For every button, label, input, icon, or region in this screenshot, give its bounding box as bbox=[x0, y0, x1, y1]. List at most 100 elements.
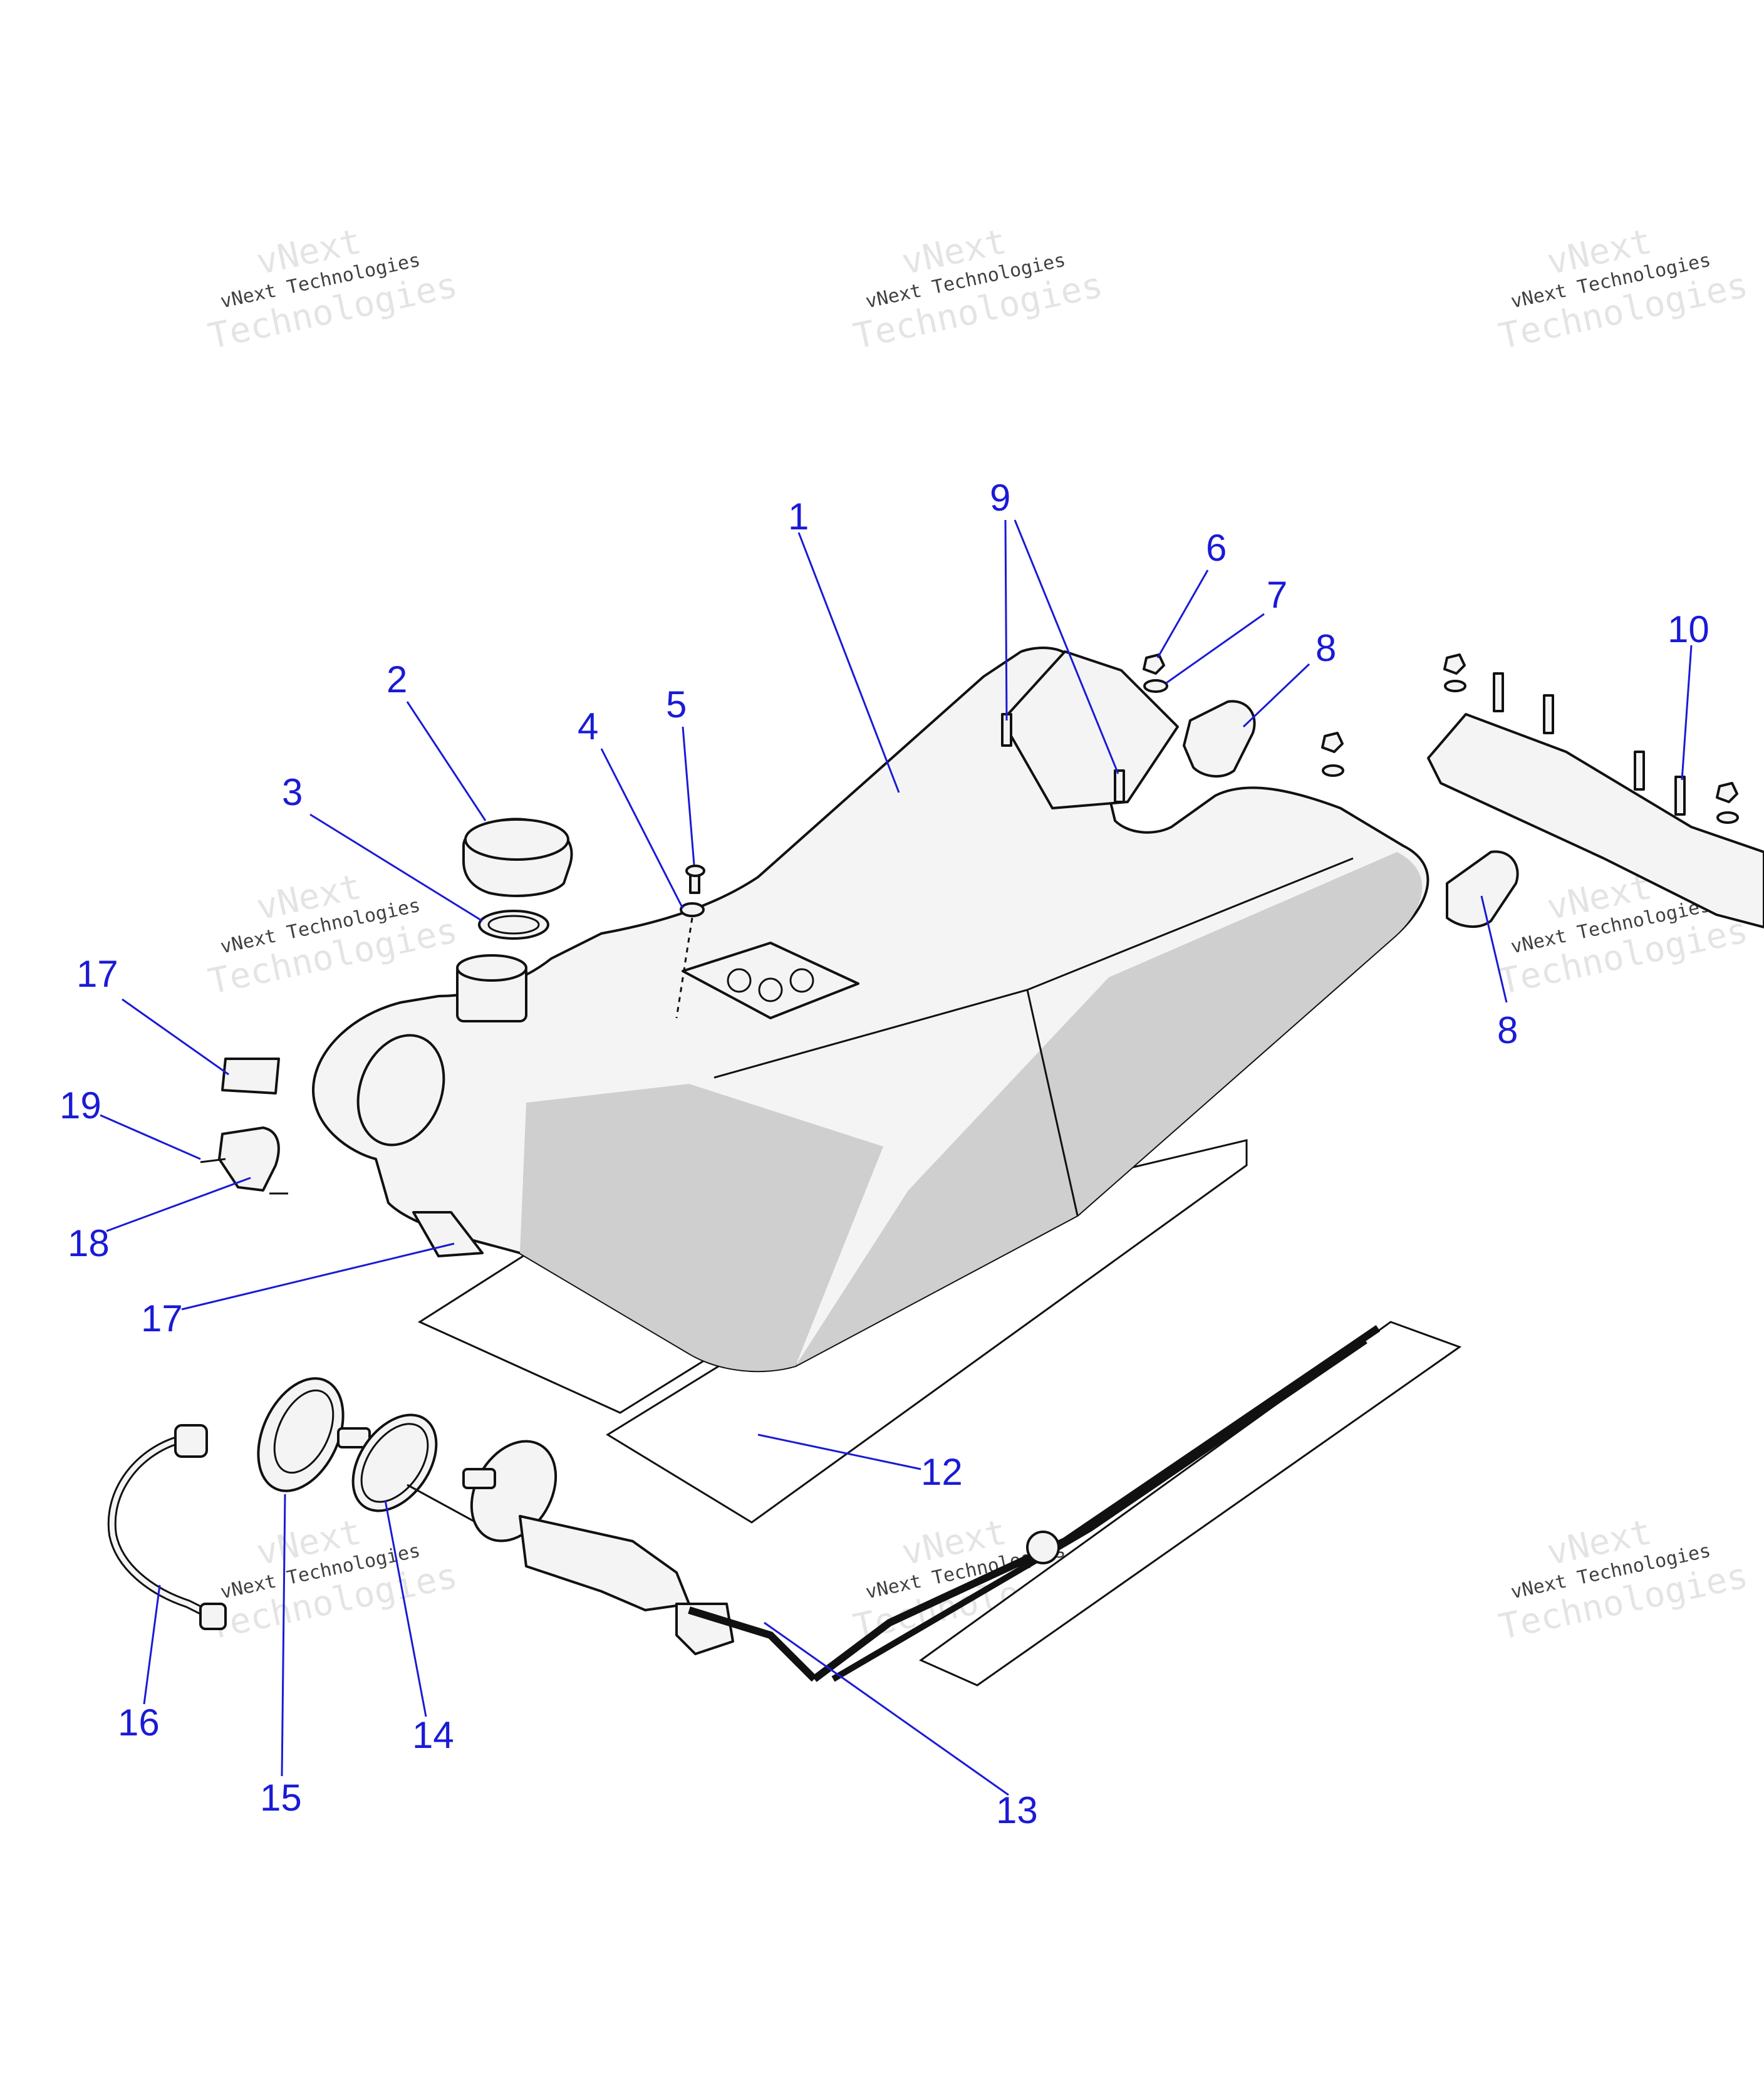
fuel-tank-ridge-2 bbox=[1026, 989, 1079, 1216]
fuel-pump-tube-1 bbox=[688, 1606, 817, 1682]
watermark-7: vNext vNext Technologies Technologies bbox=[205, 1512, 461, 1648]
mount-washer-2 bbox=[1322, 764, 1344, 777]
pump-seal-14-inner bbox=[360, 1423, 429, 1503]
fuel-line-tray bbox=[919, 1321, 1462, 1687]
fuel-line-16-inner bbox=[109, 1438, 214, 1619]
fuel-line-16-fitting-top bbox=[174, 1424, 208, 1458]
bracket-upper bbox=[1001, 650, 1179, 809]
callout-13: 13 bbox=[996, 1789, 1038, 1831]
mount-nut-2 bbox=[1321, 732, 1344, 753]
fuel-pump-body bbox=[519, 1515, 690, 1611]
pump-seal-14 bbox=[351, 1413, 438, 1512]
leader-16 bbox=[143, 1584, 161, 1705]
leader-15 bbox=[281, 1494, 286, 1777]
screw-19 bbox=[200, 1158, 226, 1163]
callout-7: 7 bbox=[1267, 574, 1287, 616]
leader-13 bbox=[764, 1621, 1009, 1796]
leader-1 bbox=[797, 532, 900, 793]
lock-ring-outer bbox=[257, 1377, 345, 1492]
rubber-pad-upper bbox=[1183, 700, 1256, 778]
fuel-pump-nozzle bbox=[462, 1468, 496, 1489]
callout-8b: 8 bbox=[1497, 1009, 1518, 1051]
leader-4 bbox=[600, 748, 684, 909]
callout-16: 16 bbox=[118, 1702, 160, 1744]
leader-17b bbox=[181, 1242, 455, 1311]
leader-7 bbox=[1166, 613, 1265, 684]
callout-18: 18 bbox=[68, 1222, 110, 1264]
mount-stud-1 bbox=[1493, 672, 1504, 712]
callout-9: 9 bbox=[990, 477, 1010, 519]
tank-decal-plate bbox=[682, 942, 859, 1019]
nut-6 bbox=[1143, 653, 1165, 675]
pump-seal-guide bbox=[407, 1484, 477, 1524]
fuel-pump-tube-3 bbox=[831, 1338, 1367, 1682]
watermark-1: vNext vNext Technologies Technologies bbox=[205, 221, 461, 357]
lock-ring-inner bbox=[273, 1389, 335, 1474]
callout-6: 6 bbox=[1206, 527, 1227, 569]
callout-14: 14 bbox=[412, 1714, 454, 1756]
decal-circle-3 bbox=[789, 968, 814, 993]
watermark-2: vNext vNext Technologies Technologies bbox=[850, 221, 1106, 357]
watermark-9: vNext vNext Technologies Technologies bbox=[1495, 1512, 1751, 1648]
callout-8a: 8 bbox=[1315, 627, 1336, 669]
callout-labels: 1 2 3 4 5 6 7 8 8 9 10 12 13 14 15 16 17… bbox=[60, 477, 1710, 1831]
mount-nut-3 bbox=[1716, 782, 1738, 803]
callout-12: 12 bbox=[921, 1451, 963, 1493]
decal-circle-1 bbox=[727, 968, 752, 993]
callout-19: 19 bbox=[60, 1084, 101, 1126]
mount-bracket-body bbox=[1427, 713, 1764, 928]
leader-17a bbox=[122, 998, 229, 1076]
rubber-pad-lower bbox=[1446, 850, 1519, 928]
callout-1: 1 bbox=[788, 496, 809, 538]
callout-10: 10 bbox=[1668, 608, 1710, 650]
filler-neck-top bbox=[456, 954, 527, 982]
callout-5: 5 bbox=[666, 684, 687, 725]
callout-17a: 17 bbox=[76, 953, 118, 995]
screw-5-dash bbox=[675, 917, 693, 1019]
callout-15: 15 bbox=[260, 1777, 302, 1819]
label-17-upper bbox=[221, 1058, 280, 1094]
leader-19 bbox=[100, 1114, 201, 1160]
fuel-tank-shade-right bbox=[796, 852, 1423, 1366]
leader-10 bbox=[1681, 645, 1693, 781]
leader-9a bbox=[1004, 519, 1008, 721]
mount-washer-3 bbox=[1716, 811, 1739, 824]
leader-14 bbox=[384, 1500, 427, 1717]
fuel-level-float bbox=[1026, 1531, 1060, 1564]
leader-5 bbox=[682, 726, 695, 865]
mount-bracket-right bbox=[1321, 653, 1764, 928]
callout-17b: 17 bbox=[141, 1297, 183, 1339]
leader-lines bbox=[100, 519, 1693, 1796]
fuel-pump-tube-2 bbox=[812, 1325, 1381, 1682]
callout-3: 3 bbox=[282, 771, 303, 813]
mount-nut-1 bbox=[1443, 653, 1466, 675]
fuel-cap-group bbox=[462, 818, 573, 940]
mount-stud-4 bbox=[1674, 776, 1686, 816]
fuel-line-16-fitting-bottom bbox=[199, 1603, 227, 1630]
leader-8b bbox=[1480, 895, 1508, 1003]
fuel-line-16 bbox=[107, 1437, 215, 1621]
fuel-tank bbox=[312, 647, 1429, 1373]
clip-18 bbox=[218, 1126, 280, 1192]
fuel-cap-gasket-inner bbox=[487, 915, 540, 935]
callout-4: 4 bbox=[578, 705, 598, 747]
leader-18 bbox=[106, 1177, 251, 1232]
leader-9b bbox=[1014, 519, 1119, 774]
label-17-lower bbox=[412, 1211, 484, 1257]
screw-5-head bbox=[685, 865, 705, 877]
decal-circle-2 bbox=[758, 977, 783, 1002]
leader-6 bbox=[1156, 569, 1209, 658]
grommet-4 bbox=[680, 902, 705, 917]
lock-ring-15 bbox=[257, 1377, 371, 1492]
pump-opening bbox=[356, 1034, 445, 1146]
watermark-3: vNext vNext Technologies Technologies bbox=[1495, 221, 1751, 357]
stud-right bbox=[1114, 769, 1125, 803]
mount-washer-1 bbox=[1444, 680, 1466, 692]
watermark-4: vNext vNext Technologies Technologies bbox=[205, 866, 461, 1002]
fuel-tank-shade-front bbox=[520, 1084, 883, 1371]
mount-stud-3 bbox=[1634, 751, 1645, 791]
leader-12 bbox=[757, 1433, 921, 1470]
leader-2 bbox=[406, 701, 487, 821]
tank-rear-bracket bbox=[1001, 650, 1179, 809]
